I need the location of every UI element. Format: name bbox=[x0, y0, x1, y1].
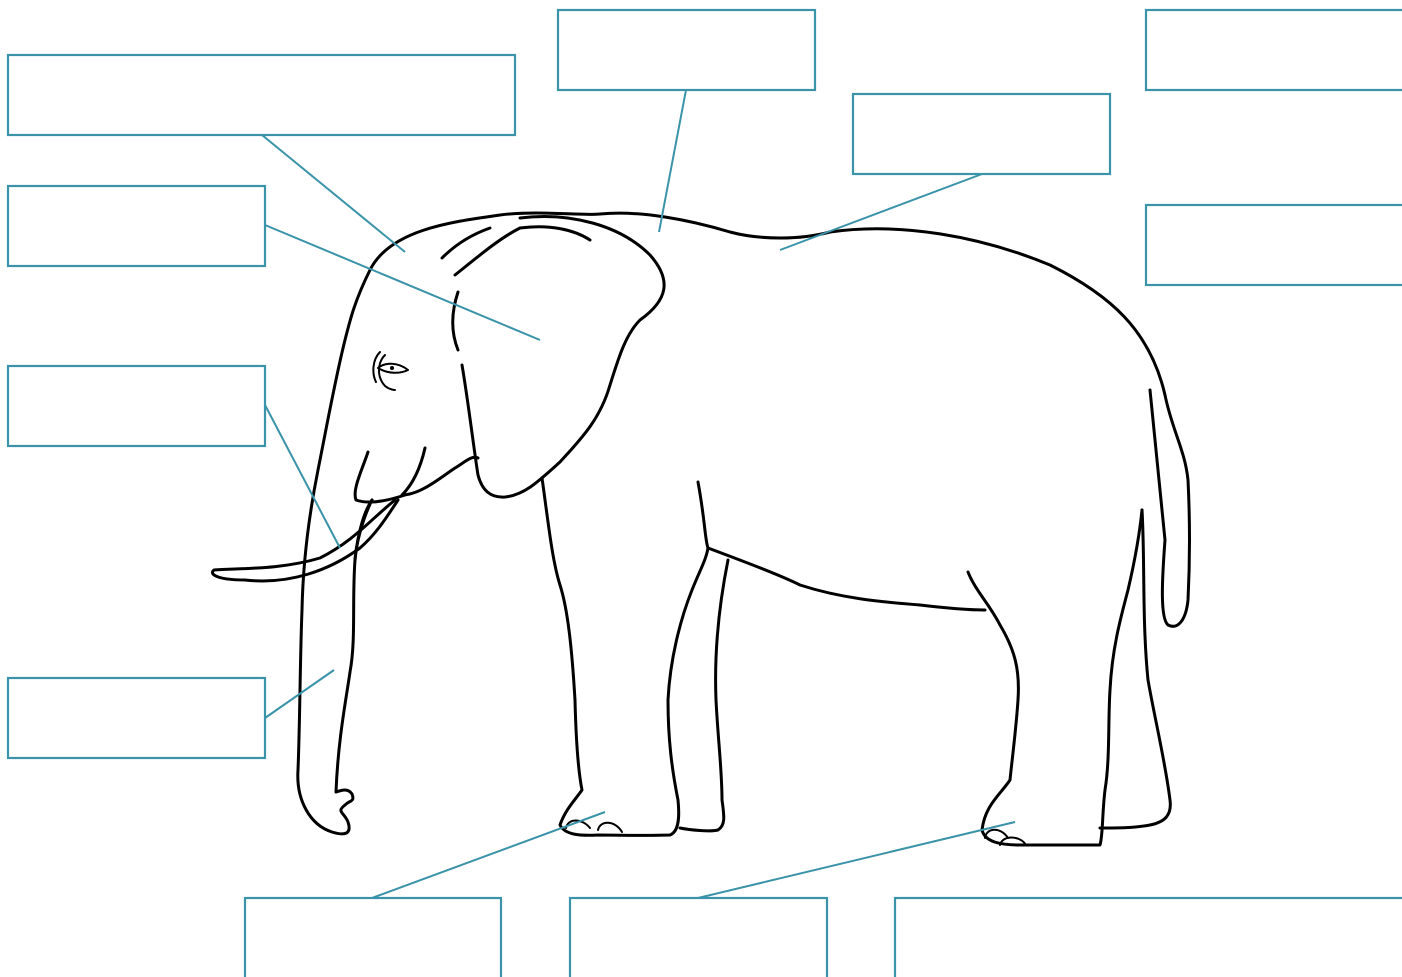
label-box-bottom-right[interactable] bbox=[893, 896, 1402, 977]
leader-back bbox=[779, 173, 983, 251]
label-box-tusk[interactable] bbox=[6, 364, 267, 448]
leader-ear bbox=[264, 224, 541, 341]
leader-front-foot bbox=[371, 811, 606, 899]
label-box-back-top[interactable] bbox=[556, 8, 817, 92]
label-box-trunk[interactable] bbox=[6, 676, 267, 760]
leader-tusk bbox=[264, 404, 341, 549]
leader-trunk bbox=[264, 669, 335, 719]
label-box-forehead[interactable] bbox=[6, 53, 517, 137]
leader-lines bbox=[261, 89, 1016, 899]
label-box-front-foot[interactable] bbox=[243, 896, 503, 977]
label-boxes bbox=[6, 8, 1402, 977]
leader-forehead bbox=[261, 134, 406, 253]
label-box-ear[interactable] bbox=[6, 184, 267, 268]
label-box-tail[interactable] bbox=[1144, 203, 1402, 287]
leader-hind-foot bbox=[697, 821, 1016, 899]
label-box-hind-foot[interactable] bbox=[568, 896, 829, 977]
leader-back-top bbox=[658, 89, 687, 233]
elephant-illustration bbox=[211, 211, 1191, 847]
label-box-back[interactable] bbox=[851, 92, 1112, 176]
label-box-top-right[interactable] bbox=[1144, 8, 1402, 92]
